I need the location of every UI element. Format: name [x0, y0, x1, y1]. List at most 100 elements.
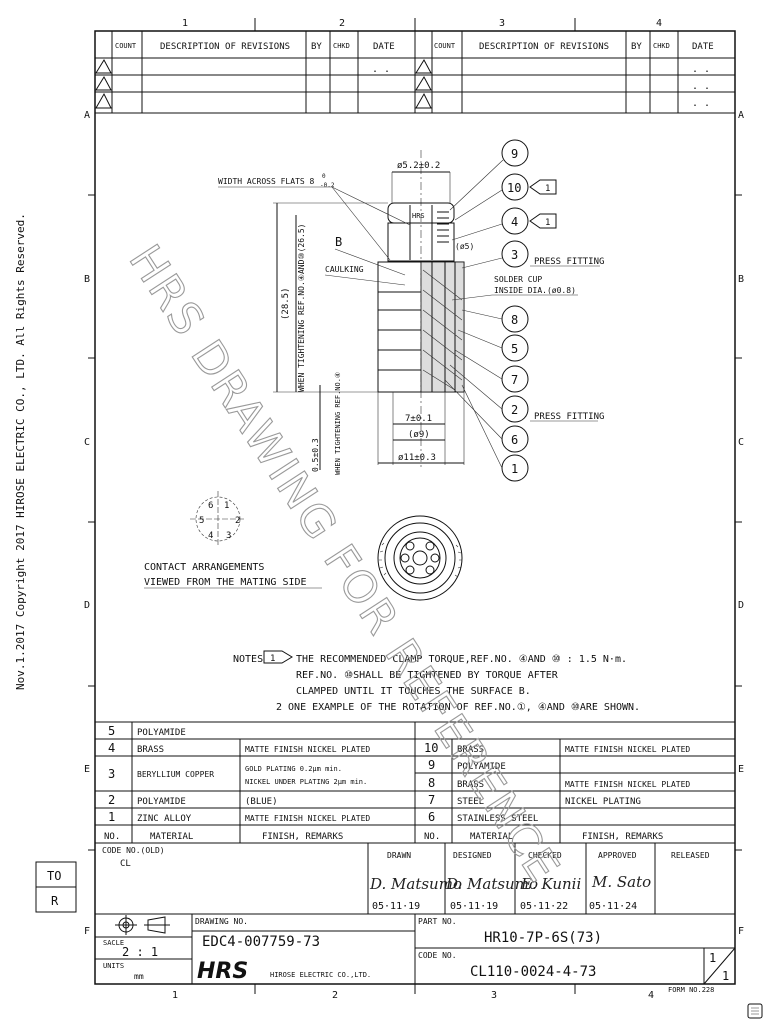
rev-header-count: COUNT	[434, 42, 456, 50]
hrs-mark: HRS	[412, 212, 425, 220]
code-no-old-label: CODE NO.(OLD)	[102, 846, 165, 855]
drawn-signature: D. Matsumo	[369, 875, 462, 893]
notes-line1: THE RECOMMENDED CLAMP TORQUE,REF.NO. ④AN…	[296, 654, 627, 665]
row-letter: C	[738, 437, 744, 448]
bom-no-1: 1	[108, 810, 115, 824]
dim-width-across-flats: WIDTH ACROSS FLATS 8	[218, 177, 315, 186]
label-solder-cup-dia: INSIDE DIA.(ø0.8)	[494, 286, 576, 295]
sheet-number: 1	[709, 951, 716, 965]
pin-5: 5	[199, 516, 204, 526]
notes-label: NOTES	[233, 654, 263, 665]
bom-finish-3b: NICKEL UNDER PLATING 2μm min.	[245, 778, 367, 786]
row-letter: B	[738, 274, 744, 285]
rev-header-date: DATE	[373, 42, 395, 52]
bom-finish-1: MATTE FINISH NICKEL PLATED	[245, 814, 370, 823]
balloon-10-flag: 1	[545, 184, 550, 194]
rev-date-dots: . .	[692, 81, 710, 92]
row-letters: A A B B C C D D E E F F	[84, 110, 744, 937]
connector-side-view: HRS	[377, 150, 465, 470]
bom-finish-10: MATTE FINISH NICKEL PLATED	[565, 745, 690, 754]
bom-finish-8: MATTE FINISH NICKEL PLATED	[565, 780, 690, 789]
drawing-no: EDC4-007759-73	[202, 934, 320, 950]
bom-no-9: 9	[428, 758, 435, 772]
released-label: RELEASED	[671, 851, 710, 860]
part-balloons: 9 10 1 4 1 3 PRESS FITTING SOLDER CUP IN…	[444, 139, 604, 482]
label-caulking: CAULKING	[325, 265, 364, 274]
bom-no-2: 2	[108, 793, 115, 807]
balloon-4-flag: 1	[545, 218, 550, 228]
dimensions: ø5.2±0.2 WIDTH ACROSS FLATS 8 0 -0.2 (ø5…	[218, 161, 474, 475]
rev-header-date: DATE	[692, 42, 714, 52]
part-no-label: PART NO.	[418, 917, 457, 926]
row-letter: B	[84, 274, 90, 285]
dim-width-tol-bot: -0.2	[320, 182, 335, 189]
checked-date: 05·11·22	[520, 901, 568, 912]
bom-no-4: 4	[108, 741, 115, 755]
col-number: 4	[648, 990, 654, 1001]
to-label: TO	[47, 869, 61, 883]
bom-material-5: POLYAMIDE	[137, 728, 186, 738]
balloon-7: 7	[511, 373, 518, 387]
designed-date: 05·11·19	[450, 901, 498, 912]
approved-date: 05·11·24	[589, 901, 637, 912]
dim-len-total: (28.5)	[281, 287, 291, 320]
bom-material-10: BRASS	[457, 745, 484, 755]
approved-label: APPROVED	[598, 851, 637, 860]
col-number: 3	[499, 18, 505, 29]
drawn-date: 05·11·19	[372, 901, 420, 912]
title-block: CODE NO.(OLD) CL DRAWN DESIGNED CHECKED …	[94, 843, 736, 994]
bom-finish-3: GOLD PLATING 0.2μm min.	[245, 765, 342, 773]
col-number: 1	[182, 18, 188, 29]
code-no-label: CODE NO.	[418, 951, 457, 960]
rev-header-count: COUNT	[115, 42, 137, 50]
balloon-5: 5	[511, 342, 518, 356]
pin-3: 3	[226, 531, 231, 541]
dim-gap: 0.5±0.3	[311, 438, 320, 472]
connector-front-view	[377, 515, 463, 601]
company-name: HIROSE ELECTRIC CO.,LTD.	[270, 971, 371, 979]
scale-label: SACLE	[103, 939, 124, 947]
form-no: FORM NO.228	[668, 986, 714, 994]
row-letter: E	[84, 764, 90, 775]
bom-header-finish: FINISH, REMARKS	[262, 832, 343, 842]
dim-gap-note: WHEN TIGHTENING REF.NO.④	[334, 372, 342, 475]
dim-len-tight: WHEN TIGHTENING REF.NO.④AND⑩(26.5)	[297, 224, 306, 392]
bom-material-4: BRASS	[137, 745, 164, 755]
row-letter: A	[84, 110, 90, 121]
dim-dia-top: ø5.2±0.2	[397, 161, 440, 171]
balloon-4: 4	[511, 215, 518, 229]
hrs-logo: HRS	[197, 959, 248, 984]
rev-header-description: DESCRIPTION OF REVISIONS	[479, 42, 609, 52]
projection-symbol-icon	[115, 915, 170, 935]
bom-no-7: 7	[428, 793, 435, 807]
bom-header-finish: FINISH, REMARKS	[582, 832, 663, 842]
balloon-1: 1	[511, 462, 518, 476]
notes: NOTES 1 THE RECOMMENDED CLAMP TORQUE,REF…	[233, 650, 640, 713]
dim-7: 7±0.1	[405, 414, 432, 424]
bom-no-5: 5	[108, 724, 115, 738]
pin-1: 1	[224, 501, 229, 511]
part-no: HR10-7P-6S(73)	[484, 930, 602, 946]
rev-header-chkd: CHKD	[333, 42, 350, 50]
notes-line4: 2 ONE EXAMPLE OF THE ROTATION OF REF.NO.…	[276, 702, 640, 713]
bom-material-8: BRASS	[457, 780, 484, 790]
units-value: mm	[134, 972, 144, 981]
notes-line3: CLAMPED UNTIL IT TOUCHES THE SURFACE B.	[296, 686, 531, 697]
bom-material-3: BERYLLIUM COPPER	[137, 770, 214, 779]
balloon-8: 8	[511, 313, 518, 327]
r-label: R	[51, 894, 59, 908]
bom-no-3: 3	[108, 767, 115, 781]
contact-arrangement: 6 1 5 2 4 3 CONTACT ARRANGEMENTS VIEWED …	[144, 491, 322, 589]
dim-9: (ø9)	[408, 430, 430, 440]
rev-date-dots: . .	[372, 64, 390, 75]
row-letter: D	[84, 600, 90, 611]
bom-no-10: 10	[424, 741, 438, 755]
pin-6: 6	[208, 501, 213, 511]
dim-dia5: (ø5)	[455, 242, 474, 251]
col-number: 2	[332, 990, 338, 1001]
bom-no-6: 6	[428, 810, 435, 824]
row-letter: A	[738, 110, 744, 121]
side-copyright: Nov.1.2017 Copyright 2017 HIROSE ELECTRI…	[14, 213, 27, 690]
col-number: 4	[656, 18, 662, 29]
checked-signature: E. Kunii	[520, 875, 581, 893]
